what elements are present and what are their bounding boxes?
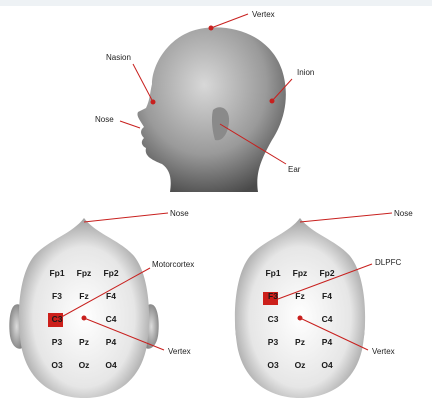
left-map-electrode-p4: P4 (106, 337, 117, 347)
right-map-electrode-f4: F4 (322, 291, 332, 301)
right-nose-label: Nose (394, 209, 413, 218)
left-map-electrode-oz: Oz (79, 360, 90, 370)
left-map-electrode-o3: O3 (51, 360, 63, 370)
right-map-electrode-fp1: Fp1 (265, 268, 280, 278)
right-map-electrode-o4: O4 (321, 360, 333, 370)
label-nasion: Nasion (106, 53, 131, 62)
label-nose-profile: Nose (95, 115, 114, 124)
label-vertex-top: Vertex (252, 10, 275, 19)
left-map-electrode-f4: F4 (106, 291, 116, 301)
left-map-electrode-c3: C3 (52, 314, 63, 324)
right-map-electrode-p4: P4 (322, 337, 333, 347)
left-region-label: Motorcortex (152, 260, 194, 269)
right-map-electrode-c3: C3 (268, 314, 279, 324)
left-map-electrode-c4: C4 (106, 314, 117, 324)
right-map-electrode-pz: Pz (295, 337, 305, 347)
right-map-electrode-fp2: Fp2 (319, 268, 334, 278)
label-inion: Inion (297, 68, 314, 77)
left-map-electrode-f3: F3 (52, 291, 62, 301)
left-vertex-label: Vertex (168, 347, 191, 356)
right-map-electrode-fpz: Fpz (293, 268, 308, 278)
right-map-electrode-o3: O3 (267, 360, 279, 370)
left-nose-label: Nose (170, 209, 189, 218)
left-map-electrode-fp1: Fp1 (49, 268, 64, 278)
right-map-electrode-fz: Fz (295, 291, 304, 301)
scalp-map-dlpfc: Nose DLPFC Vertex Fp1 Fpz Fp2F3 Fz F4C3 C4P3 P… (235, 209, 413, 398)
right-map-electrode-c4: C4 (322, 314, 333, 324)
right-map-electrode-p3: P3 (268, 337, 279, 347)
scalp-map-motorcortex: Nose Motorcortex Vertex Fp1 Fpz Fp2F3 Fz F4C… (9, 209, 194, 398)
label-ear: Ear (288, 165, 301, 174)
left-map-electrode-o4: O4 (105, 360, 117, 370)
right-vertex-label: Vertex (372, 347, 395, 356)
head-profile: Vertex Nasion Inion Nose Ear (95, 10, 314, 192)
left-map-electrode-fz: Fz (79, 291, 88, 301)
right-map-electrode-f3: F3 (268, 291, 278, 301)
left-map-electrode-pz: Pz (79, 337, 89, 347)
left-scalp (19, 218, 149, 398)
right-region-label: DLPFC (375, 258, 401, 267)
right-map-electrode-oz: Oz (295, 360, 306, 370)
head-silhouette (137, 27, 285, 192)
left-map-electrode-fp2: Fp2 (103, 268, 118, 278)
left-map-electrode-p3: P3 (52, 337, 63, 347)
right-scalp (235, 218, 365, 398)
left-map-electrode-fpz: Fpz (77, 268, 92, 278)
